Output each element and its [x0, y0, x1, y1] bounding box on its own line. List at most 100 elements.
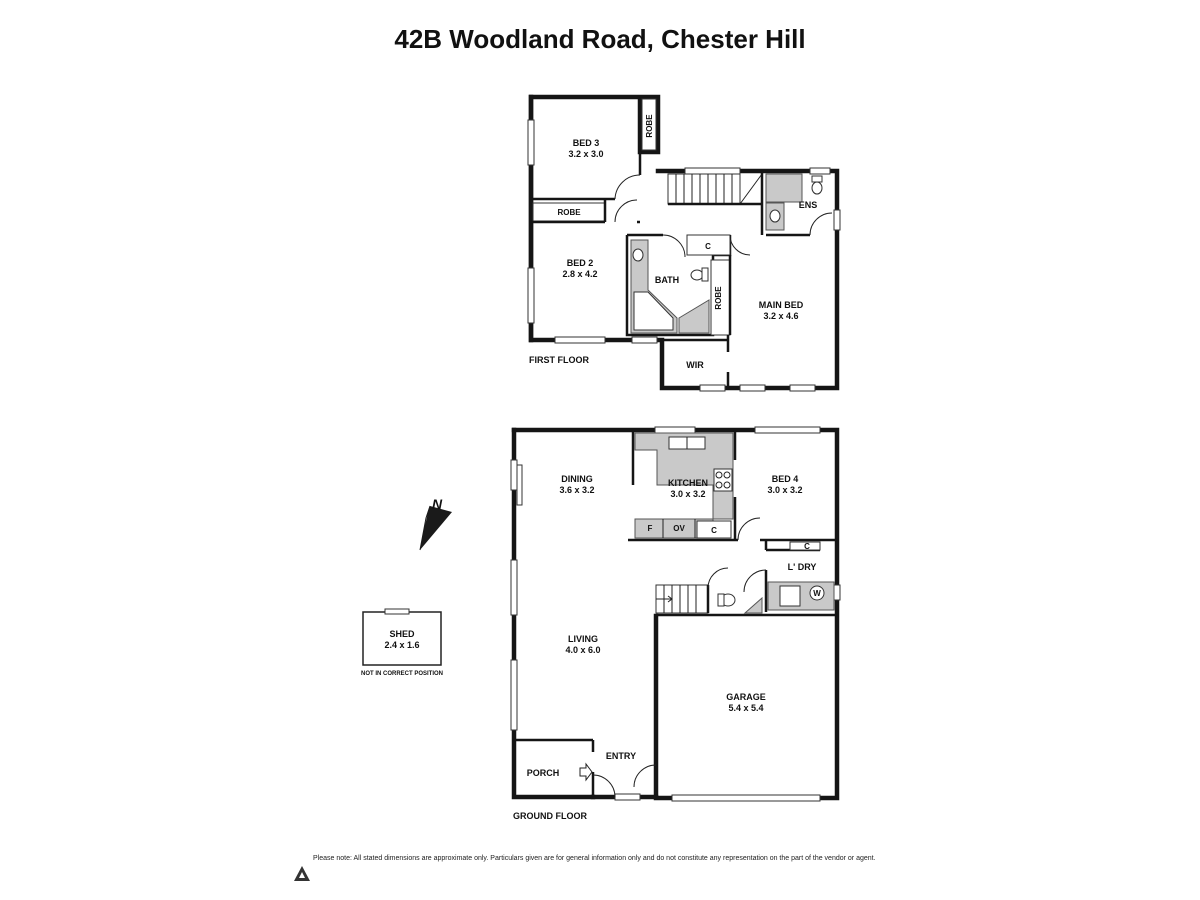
north-arrow-icon [419, 505, 452, 551]
basin-icon [769, 209, 781, 223]
window [527, 267, 535, 324]
toilet-cistern-icon [811, 175, 823, 183]
window [789, 384, 816, 392]
door-swing [592, 774, 616, 798]
window [614, 793, 641, 801]
ground-floor-label: GROUND FLOOR [513, 811, 587, 821]
robe-main-label: ROBE [714, 286, 723, 310]
laundry-tub-icon [779, 585, 801, 607]
cooktop-icon [713, 468, 733, 492]
window [510, 559, 518, 616]
door-swing [662, 234, 686, 258]
bed3-label: BED 3 [573, 138, 600, 148]
window [754, 426, 821, 434]
window [739, 384, 766, 392]
north-label: N [432, 496, 443, 512]
kitchen-cupboard [696, 520, 732, 539]
living-label: LIVING [568, 634, 598, 644]
window [510, 659, 518, 731]
window [833, 209, 841, 231]
oven-label: OV [673, 524, 685, 533]
kitchen-cupboard-label: C [711, 526, 717, 535]
garage-door [671, 794, 821, 802]
garage-dims: 5.4 x 5.4 [728, 703, 763, 713]
shower-bath [678, 299, 710, 334]
bed2-dims: 2.8 x 4.2 [562, 269, 597, 279]
door-swing [737, 517, 761, 541]
washer-icon [809, 585, 825, 601]
kitchen-bench [634, 432, 734, 520]
basin-icon [632, 248, 644, 262]
ens-label: ENS [799, 200, 818, 210]
plan-title: 42B Woodland Road, Chester Hill [394, 24, 806, 54]
toilet-cistern-icon [717, 593, 725, 607]
laundry-cupboard-label: C [804, 542, 810, 551]
laundry-bench [767, 581, 835, 611]
bed2-label: BED 2 [567, 258, 594, 268]
garage-label: GARAGE [726, 692, 766, 702]
door-swing [809, 212, 833, 236]
wir-label: WIR [686, 360, 704, 370]
entry-label: ENTRY [606, 751, 636, 761]
cupboard-label: C [705, 242, 711, 251]
kitchen-dims: 3.0 x 3.2 [670, 489, 705, 499]
door-swing [614, 174, 641, 200]
door-swing [743, 569, 767, 593]
door-swing [633, 764, 657, 788]
window [510, 459, 518, 491]
dining-label: DINING [561, 474, 593, 484]
robe-bed3-label: ROBE [645, 114, 654, 138]
dining-dims: 3.6 x 3.2 [559, 485, 594, 495]
window [833, 584, 841, 601]
window [809, 167, 831, 175]
toilet-icon [690, 269, 704, 281]
first-floor-label: FIRST FLOOR [529, 355, 589, 365]
window [631, 336, 658, 344]
shower-ensuite [765, 173, 803, 203]
ground-floor-plan [510, 426, 841, 802]
window [684, 167, 741, 175]
entry-arrow-icon [579, 762, 593, 782]
window [527, 119, 535, 166]
bathtub-inner [633, 291, 674, 331]
bed4-dims: 3.0 x 3.2 [767, 485, 802, 495]
shed-note: NOT IN CORRECT POSITION [361, 671, 443, 677]
washer-label: W [813, 589, 821, 598]
window [654, 426, 696, 434]
porch-label: PORCH [527, 768, 560, 778]
fridge-label: F [648, 524, 653, 533]
burner-icon [715, 481, 723, 489]
burner-icon [723, 481, 731, 489]
burner-icon [715, 471, 723, 479]
staircase-first-floor [667, 173, 763, 205]
living-dims: 4.0 x 6.0 [565, 645, 600, 655]
toilet-icon [811, 181, 823, 195]
toilet-cistern-icon [701, 267, 709, 282]
brand-logo-icon [294, 866, 310, 881]
bed4-label: BED 4 [772, 474, 799, 484]
ground-floor-outer-wall [511, 427, 840, 801]
shed-dims: 2.4 x 1.6 [384, 640, 419, 650]
robe-bed3 [641, 98, 657, 151]
shed-label: SHED [389, 629, 415, 639]
window [699, 384, 726, 392]
kitchen-label: KITCHEN [668, 478, 708, 488]
door-swing [614, 199, 638, 223]
laundry-cupboard [789, 541, 821, 551]
door-swing [729, 234, 751, 256]
shed [362, 608, 442, 666]
main-bed-label: MAIN BED [759, 300, 804, 310]
sliding-door [516, 464, 523, 506]
laundry-label: L' DRY [788, 562, 817, 572]
main-bed-dims: 3.2 x 4.6 [763, 311, 798, 321]
robe-bed2-label: ROBE [557, 208, 581, 217]
window [554, 336, 606, 344]
staircase-ground-floor [655, 584, 709, 614]
door-swing [707, 567, 729, 589]
bed3-dims: 3.2 x 3.0 [568, 149, 603, 159]
cupboard-first-floor [686, 234, 731, 256]
ground-floor-west-wall [511, 427, 596, 800]
wc-basin [743, 596, 763, 614]
disclaimer-note: Please note: All stated dimensions are a… [313, 855, 876, 862]
